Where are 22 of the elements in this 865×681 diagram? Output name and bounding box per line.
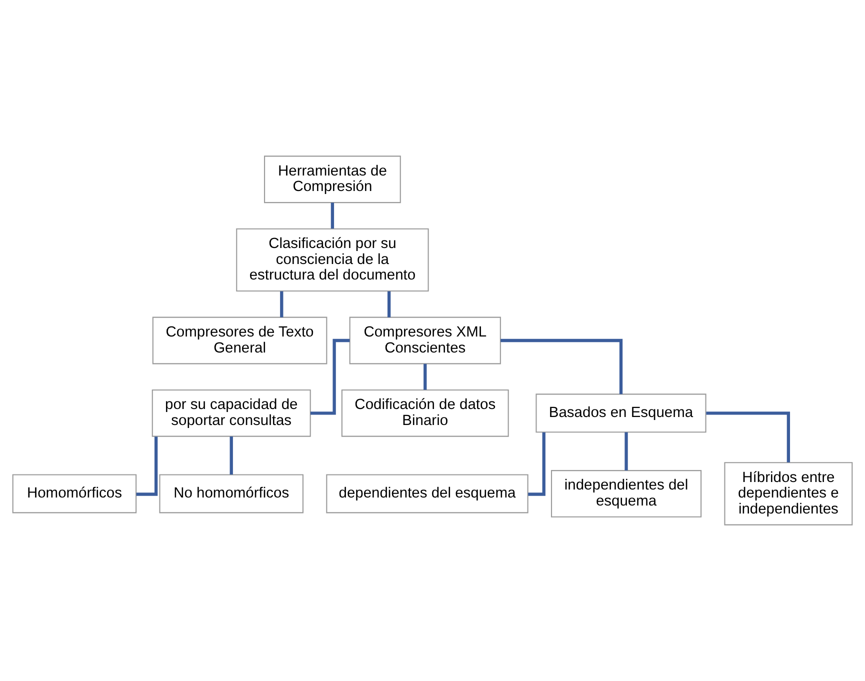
node-box: dependientes del esquema	[326, 474, 528, 514]
connector	[387, 291, 391, 318]
connector	[624, 432, 628, 470]
node-box: No homomórficos	[159, 474, 304, 514]
connector	[424, 364, 427, 390]
connector	[280, 291, 284, 318]
connector	[706, 412, 790, 462]
node-box: independientes del esquema	[550, 470, 702, 518]
node-box: Herramientas de Compresión	[264, 156, 401, 204]
connector	[310, 338, 350, 415]
connector	[500, 338, 623, 394]
node-box: Clasificación por su consciencia de la estructura del documento	[236, 228, 429, 292]
connector	[330, 202, 334, 229]
node-box: por su capacidad de soportar consultas	[152, 389, 311, 437]
node-box: Compresores XML Conscientes	[349, 316, 501, 364]
node-box: Compresores de Texto General	[152, 316, 328, 364]
node-box: Basados en Esquema	[536, 394, 706, 433]
connector	[528, 432, 546, 496]
connector	[230, 436, 233, 475]
node-box: Homomórficos	[12, 474, 137, 514]
node-box: Codificación de datos Binario	[341, 389, 509, 437]
node-box: Híbridos entre dependientes e independientes	[724, 462, 853, 526]
